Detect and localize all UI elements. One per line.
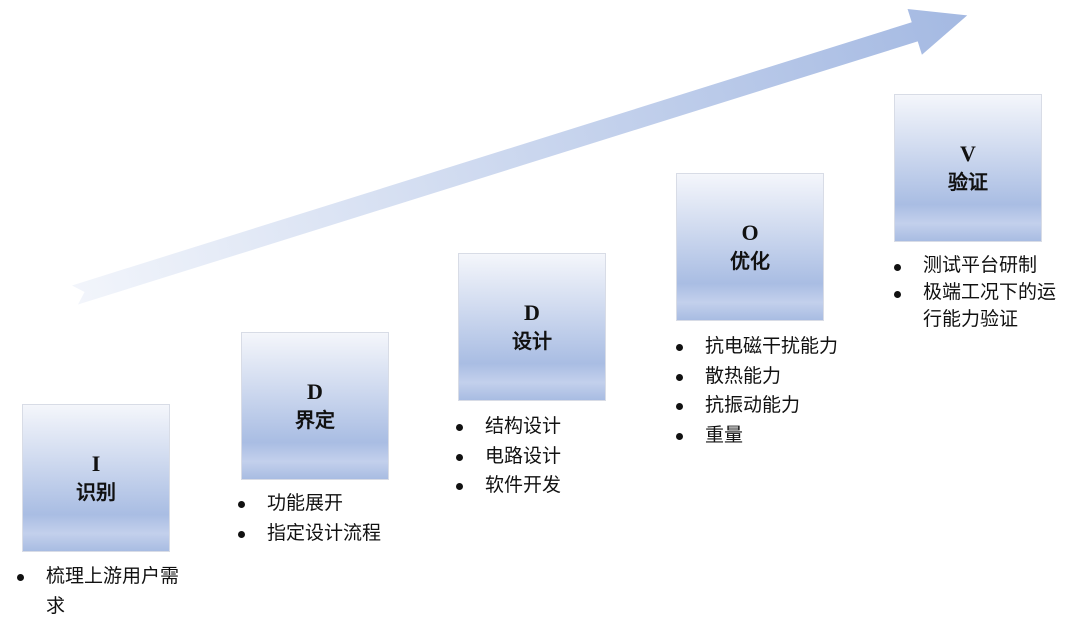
stage-letter: I xyxy=(91,451,101,476)
stage-letter: V xyxy=(960,141,976,166)
list-item: 测试平台研制 xyxy=(894,252,1074,279)
stage-name: 界定 xyxy=(295,408,335,432)
stage-list-verify: 测试平台研制 极端工况下的运行能力验证 xyxy=(894,252,1074,333)
list-item: 结构设计 xyxy=(456,412,656,442)
list-item: 软件开发 xyxy=(456,471,656,501)
stage-box-design: D 设计 xyxy=(458,253,606,401)
stage-name: 优化 xyxy=(730,249,770,273)
stage-box-optimize: O 优化 xyxy=(676,173,824,321)
stage-name: 验证 xyxy=(948,170,988,194)
stage-list-identify: 梳理上游用户需求 xyxy=(17,562,187,621)
list-item: 梳理上游用户需求 xyxy=(17,562,187,621)
list-item: 抗电磁干扰能力 xyxy=(676,332,886,362)
list-item: 重量 xyxy=(676,421,886,451)
list-item: 功能展开 xyxy=(238,489,438,519)
stage-letter: D xyxy=(524,300,540,325)
stage-box-define: D 界定 xyxy=(241,332,389,480)
stage-list-design: 结构设计 电路设计 软件开发 xyxy=(456,412,656,501)
stage-list-define: 功能展开 指定设计流程 xyxy=(238,489,438,548)
list-item: 散热能力 xyxy=(676,362,886,392)
stage-letter: D xyxy=(307,379,323,404)
list-item: 极端工况下的运行能力验证 xyxy=(894,279,1074,333)
stage-name: 设计 xyxy=(512,329,552,353)
stage-name: 识别 xyxy=(76,480,116,504)
stage-letter: O xyxy=(741,220,759,245)
stage-box-verify: V 验证 xyxy=(894,94,1042,242)
stage-box-identify: I 识别 xyxy=(22,404,170,552)
list-item: 电路设计 xyxy=(456,442,656,472)
stage-list-optimize: 抗电磁干扰能力 散热能力 抗振动能力 重量 xyxy=(676,332,886,450)
list-item: 指定设计流程 xyxy=(238,519,438,549)
list-item: 抗振动能力 xyxy=(676,391,886,421)
